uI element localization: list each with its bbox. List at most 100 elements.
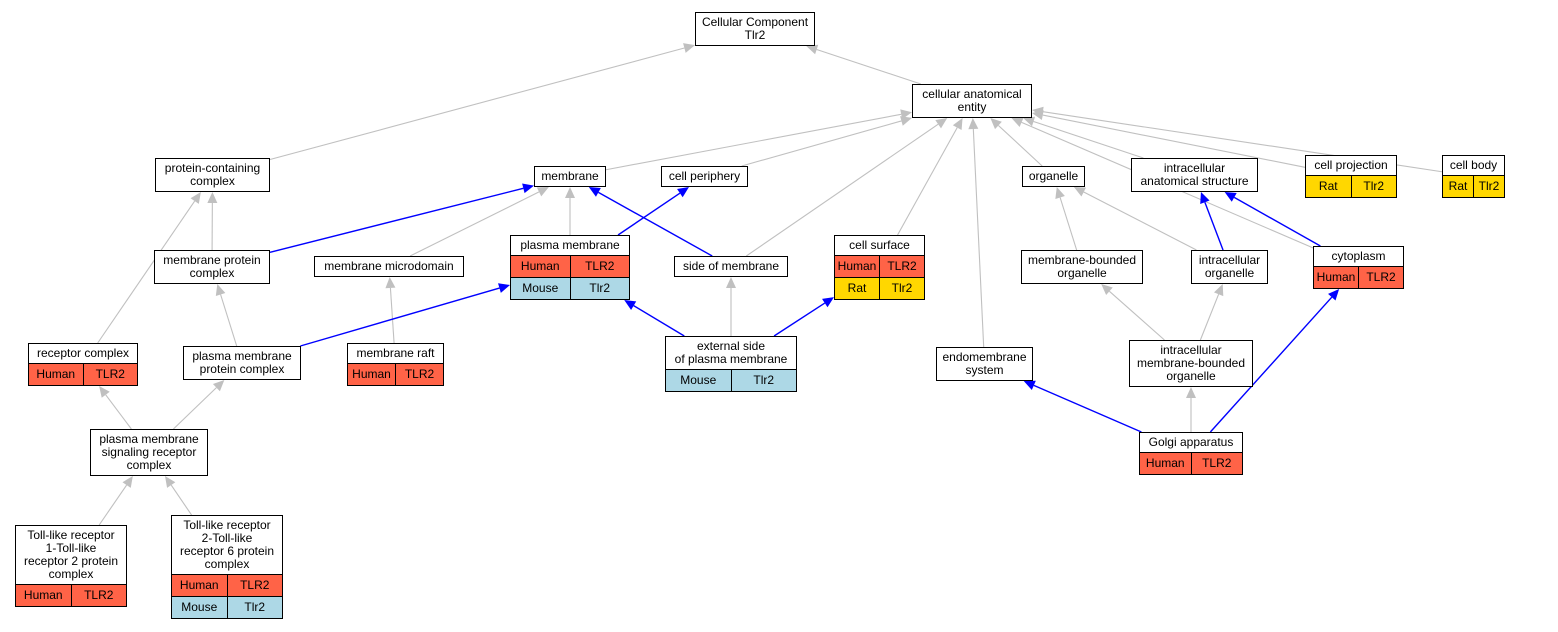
edge-io-to-ias [1204, 202, 1224, 251]
node-mem: membrane [534, 166, 606, 187]
arrowhead-rc-to-pcc [190, 192, 201, 204]
node-title: intracellular membrane-bounded organelle [1136, 343, 1246, 383]
species-cell: Human [837, 259, 877, 273]
gene-cell: TLR2 [1190, 453, 1243, 474]
node-title: cellular anatomical entity [922, 87, 1022, 114]
arrowhead-tlr12-to-pmsrc [122, 476, 133, 488]
species-cell: Human [23, 588, 63, 602]
annotation-row: Human TLR2 [29, 363, 137, 385]
species-cell: Human [179, 578, 219, 592]
species-cell: Human [36, 367, 76, 381]
arrowhead-mpc-to-pcc [207, 192, 218, 204]
arrowhead-golgi-to-cyto [1328, 289, 1340, 301]
species-cell: Rat [1448, 179, 1468, 193]
node-title: endomembrane system [942, 350, 1027, 377]
node-org: organelle [1022, 166, 1085, 187]
edge-som-to-mem [598, 191, 713, 257]
edge-golgi-to-endo [1033, 384, 1142, 433]
arrowhead-tlr26-to-pmsrc [165, 476, 176, 488]
node-title: membrane [541, 169, 599, 183]
arrowhead-golgi-to-imbo [1186, 387, 1196, 398]
edge-rc-to-pcc [97, 200, 196, 344]
edge-imbo-to-io [1199, 294, 1220, 341]
edge-pmpc-to-pm [300, 287, 500, 347]
gene-cell: Tlr2 [879, 278, 924, 299]
gene-cell: Tlr2 [1350, 176, 1397, 197]
edge-org-to-cae [998, 125, 1043, 167]
node-title: Golgi apparatus [1148, 435, 1234, 449]
arrowhead-pm-to-cper [677, 187, 689, 198]
arrowhead-cbody-to-cae [1032, 106, 1044, 117]
edge-pmsrc-to-pmpc [173, 387, 217, 430]
gene-cell: Tlr2 [569, 278, 630, 299]
node-title: receptor complex [36, 346, 130, 360]
node-cc: Cellular Component Tlr2 [695, 12, 815, 46]
gene-cell: TLR2 [82, 364, 138, 385]
arrowhead-cae-to-cc [806, 44, 819, 55]
species-cell: Human [520, 259, 560, 273]
arrowhead-cper-to-cae [900, 116, 912, 126]
node-title: Toll-like receptor 2-Toll-like receptor … [179, 518, 275, 571]
node-io: intracellular organelle [1191, 250, 1268, 284]
node-som: side of membrane [674, 256, 788, 277]
arrowhead-golgi-to-endo [1023, 380, 1036, 390]
node-title: external side of plasma membrane [674, 339, 788, 366]
node-cper: cell periphery [661, 166, 748, 187]
node-pmsrc: plasma membrane signaling receptor compl… [90, 429, 208, 476]
node-title: cell projection [1314, 158, 1388, 172]
arrowhead-mpc-to-mem [522, 183, 534, 194]
edge-pmsrc-to-rc [105, 394, 132, 430]
gene-cell: TLR2 [226, 575, 283, 596]
arrowhead-pmsrc-to-pmpc [212, 380, 225, 392]
edge-mmd-to-mem [409, 191, 540, 257]
edge-tlr12-to-pmsrc [98, 484, 128, 526]
arrowhead-imbo-to-io [1213, 284, 1224, 297]
node-pcc: protein-containing complex [155, 158, 270, 192]
species-cell: Rat [847, 281, 867, 295]
edge-tlr26-to-pmsrc [170, 484, 193, 516]
node-mpc: membrane protein complex [154, 250, 270, 284]
edge-mbo-to-org [1059, 197, 1078, 251]
node-pmpc: plasma membrane protein complex [183, 346, 301, 380]
edge-pm-to-cper [617, 192, 681, 236]
arrowhead-espm-to-csurf [822, 297, 834, 308]
edge-espm-to-csurf [773, 302, 826, 337]
node-title: membrane protein complex [163, 253, 261, 280]
arrowhead-org-to-cae [990, 118, 1002, 130]
edge-pmpc-to-mpc [220, 294, 238, 347]
node-title: cytoplasm [1331, 249, 1386, 263]
node-mbo: membrane-bounded organelle [1021, 250, 1143, 284]
arrowhead-pcc-to-cc [683, 43, 695, 53]
edge-io-to-org [1083, 191, 1197, 251]
node-mmd: membrane microdomain [314, 256, 464, 277]
arrowhead-som-to-cae [935, 118, 948, 129]
edge-mraft-to-mmd [389, 287, 395, 344]
edge-cae-to-cc [816, 48, 921, 85]
gene-cell: Tlr2 [730, 370, 797, 391]
edge-cper-to-cae [741, 120, 902, 167]
gene-cell: Tlr2 [226, 597, 283, 618]
node-title: membrane raft [356, 346, 435, 360]
edge-cproj-to-cae [1042, 114, 1306, 168]
node-title: Toll-like receptor 1-Toll-like receptor … [23, 528, 119, 581]
node-title: membrane microdomain [324, 259, 454, 273]
node-cae: cellular anatomical entity [912, 84, 1032, 118]
node-title: plasma membrane signaling receptor compl… [99, 432, 199, 472]
annotation-row: Rat Tlr2 [835, 277, 924, 299]
species-cell: Rat [1318, 179, 1338, 193]
arrowhead-mbo-to-org [1055, 187, 1065, 199]
gene-cell: TLR2 [70, 585, 127, 606]
edge-som-to-cae [745, 123, 939, 257]
arrowhead-cyto-to-ias [1224, 192, 1237, 202]
